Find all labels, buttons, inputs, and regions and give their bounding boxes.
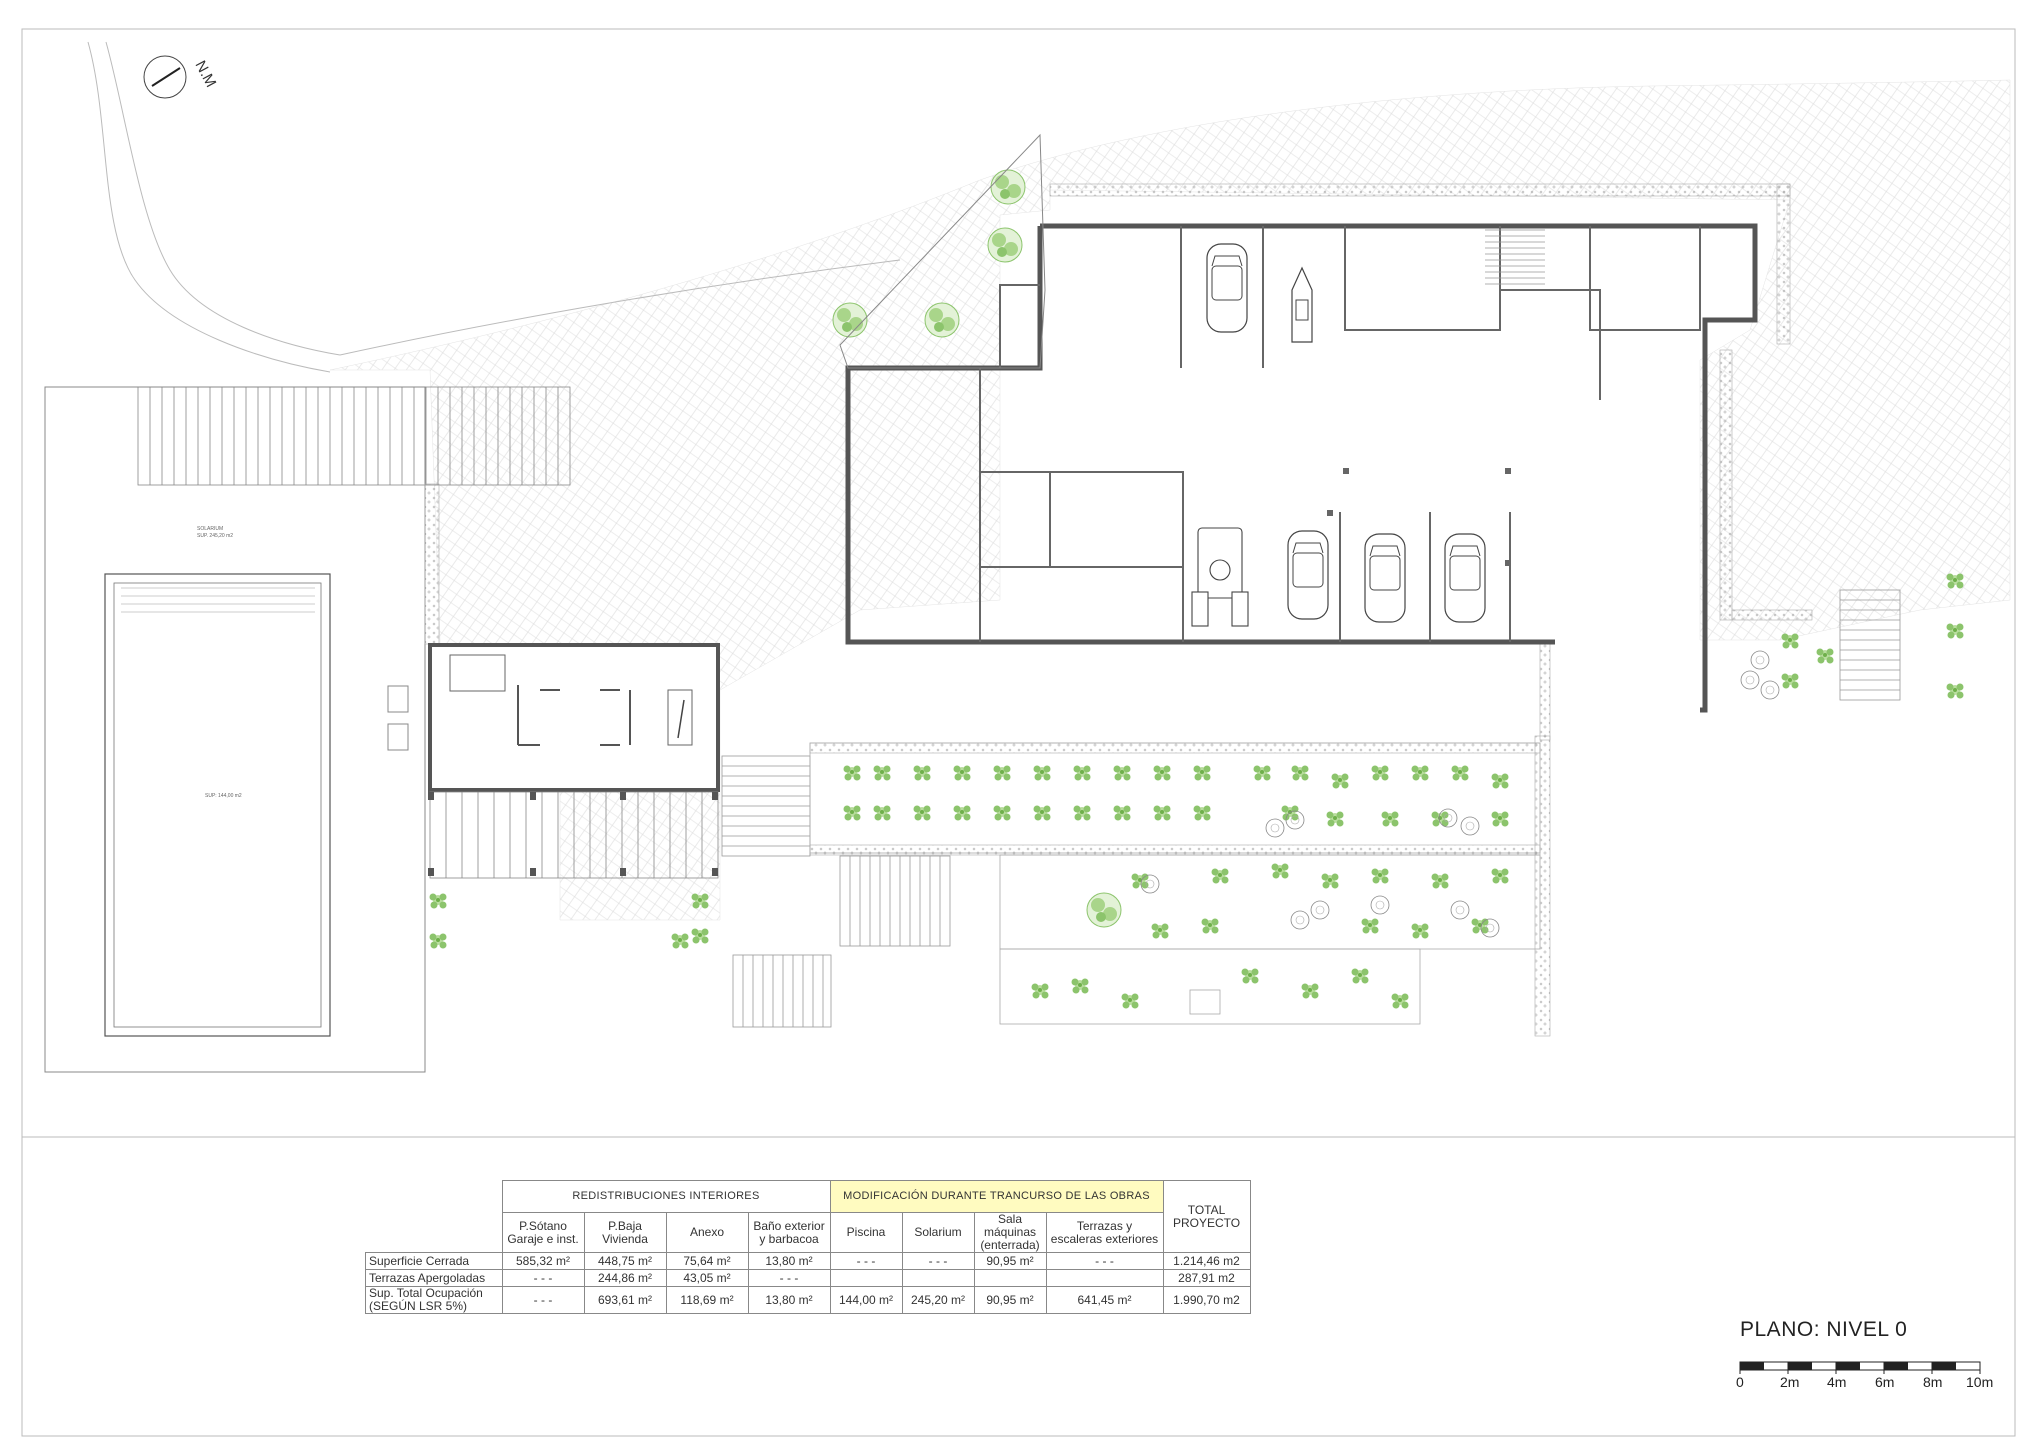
cell: 13,80 m² [747, 1252, 831, 1270]
cell: 43,05 m² [665, 1269, 749, 1287]
tree-icon [1086, 892, 1122, 928]
boat-icon [1291, 266, 1313, 343]
annex-pergola [429, 791, 719, 879]
stone-borders [424, 183, 1813, 1037]
column-header: Anexo [665, 1212, 749, 1253]
row-label: Sup. Total Ocupación (SEGÚN LSR 5%) [365, 1286, 503, 1314]
areas-table: REDISTRIBUCIONES INTERIORES MODIFICACIÓN… [365, 1180, 1251, 1314]
north-label: N.M [191, 58, 219, 90]
tractor-icon [1191, 527, 1249, 627]
group-header-right: MODIFICACIÓN DURANTE TRANCURSO DE LAS OB… [829, 1180, 1164, 1213]
cell: - - - [501, 1286, 585, 1314]
pergola-north [137, 386, 571, 486]
cell: 90,95 m² [973, 1252, 1047, 1270]
car-icon [1364, 533, 1406, 623]
north-arrow-icon: N.M [143, 55, 219, 99]
column-header: Terrazas y escaleras exteriores [1045, 1212, 1164, 1253]
cell: 244,86 m² [583, 1269, 667, 1287]
cell [901, 1269, 975, 1287]
row-label: Superficie Cerrada [365, 1252, 503, 1270]
entry-wedge [839, 133, 1046, 369]
column-header: Baño exterior y barbacoa [747, 1212, 831, 1253]
column-header: P.Sótano Garaje e inst. [501, 1212, 585, 1253]
scale-label: 2m [1780, 1374, 1800, 1390]
cell [829, 1269, 903, 1287]
annex-building [387, 643, 720, 792]
table-row: Sup. Total Ocupación (SEGÚN LSR 5%) - - … [365, 1286, 1251, 1314]
scale-label: 6m [1875, 1374, 1895, 1390]
cell: 144,00 m² [829, 1286, 903, 1314]
terrain-contours [87, 41, 901, 373]
cell: 245,20 m² [901, 1286, 975, 1314]
car-icon [1206, 243, 1248, 333]
cell: - - - [1045, 1252, 1164, 1270]
car-icon [1444, 533, 1486, 623]
cell: 448,75 m² [583, 1252, 667, 1270]
sheet-frame [21, 28, 2016, 1437]
row-label: Terrazas Apergoladas [365, 1269, 503, 1287]
total-cell: 1.214,46 m2 [1162, 1252, 1251, 1270]
pool-area-label: SUP: 144,00 m2 [205, 793, 242, 799]
group-header-left: REDISTRIBUCIONES INTERIORES [501, 1180, 831, 1213]
cell: - - - [901, 1252, 975, 1270]
interior-stairs [1484, 229, 1546, 285]
tree-icon [832, 302, 868, 338]
total-cell: 1.990,70 m2 [1162, 1286, 1251, 1314]
cell: 693,61 m² [583, 1286, 667, 1314]
scale-label: 10m [1966, 1374, 1994, 1390]
drawing-title: PLANO: NIVEL 0 [1740, 1318, 1908, 1341]
terrain-paving [329, 79, 2011, 921]
column-header: Solarium [901, 1212, 975, 1253]
scale-label: 0 [1736, 1374, 1744, 1390]
exterior-stairs [721, 589, 1901, 1028]
cell: 118,69 m² [665, 1286, 749, 1314]
swimming-pool: SUP: 144,00 m2 [104, 573, 331, 1037]
cell: 75,64 m² [665, 1252, 749, 1270]
column-header: P.Baja Vivienda [583, 1212, 667, 1253]
table-row: Superficie Cerrada 585,32 m² 448,75 m² 7… [365, 1252, 1251, 1270]
scale-label: 8m [1923, 1374, 1943, 1390]
garage-columns [1327, 468, 1511, 566]
column-header: Sala máquinas (enterrada) [973, 1212, 1047, 1253]
solarium-label: SOLARIUM [197, 526, 223, 532]
tree-icon [924, 302, 960, 338]
scale-label: 4m [1827, 1374, 1847, 1390]
cell: - - - [747, 1269, 831, 1287]
cell: 13,80 m² [747, 1286, 831, 1314]
cell [973, 1269, 1047, 1287]
tree-icon [987, 227, 1023, 263]
total-cell: 287,91 m2 [1162, 1269, 1251, 1287]
car-icon [1287, 530, 1329, 620]
column-header: Piscina [829, 1212, 903, 1253]
cell: 585,32 m² [501, 1252, 585, 1270]
tree-icon [990, 169, 1026, 205]
cell: - - - [501, 1269, 585, 1287]
solarium-area-label: SUP. 245,20 m2 [197, 533, 233, 539]
table-row: Terrazas Apergoladas - - - 244,86 m² 43,… [365, 1269, 1251, 1287]
cell: 641,45 m² [1045, 1286, 1164, 1314]
total-header: TOTAL PROYECTO [1162, 1180, 1251, 1253]
cell [1045, 1269, 1164, 1287]
main-house-interior-walls [979, 226, 1701, 642]
scale-bar [1739, 1361, 1981, 1374]
cell: - - - [829, 1252, 903, 1270]
garden-terraces [809, 742, 1541, 1025]
cell: 90,95 m² [973, 1286, 1047, 1314]
pergola-posts [428, 792, 718, 876]
